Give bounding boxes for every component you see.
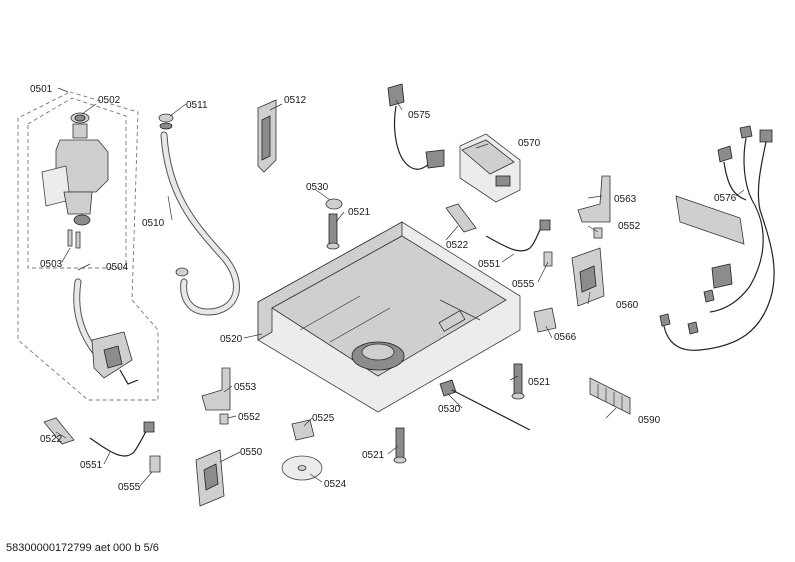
foot-0530-top (325, 198, 343, 210)
screw-0521-bottom (393, 427, 407, 464)
label-0551-left: 0551 (80, 460, 103, 471)
label-0503: 0503 (40, 259, 63, 270)
label-0502: 0502 (98, 95, 121, 106)
base-tub (257, 221, 521, 413)
aquastop-valve (41, 112, 109, 249)
bracket-0550 (195, 449, 225, 507)
label-0521-top: 0521 (348, 207, 371, 218)
label-0555-right: 0555 (512, 279, 535, 290)
assembly-group-outline (17, 91, 159, 401)
label-0552-bottom: 0552 (238, 412, 261, 423)
label-0521-bottom: 0521 (362, 450, 385, 461)
label-0530-bottom: 0530 (438, 404, 461, 415)
screw-0521-right (511, 363, 525, 400)
side-bracket-0512 (257, 99, 277, 173)
disc-0524 (281, 455, 323, 481)
label-0553: 0553 (234, 382, 257, 393)
label-0530-top: 0530 (306, 182, 329, 193)
label-0560: 0560 (616, 300, 639, 311)
control-module (459, 133, 521, 203)
float-switch-0566 (533, 307, 557, 333)
label-0512: 0512 (284, 95, 307, 106)
clip-0552-bottom (219, 413, 229, 425)
label-0522-left: 0522 (40, 434, 63, 445)
label-0552-right: 0552 (618, 221, 641, 232)
label-0501: 0501 (30, 84, 53, 95)
label-0566: 0566 (554, 332, 577, 343)
label-0504: 0504 (106, 262, 129, 273)
bracket-0553 (201, 367, 231, 411)
label-0510: 0510 (142, 218, 165, 229)
inlet-hose-valve (73, 278, 139, 385)
clip-0552-right (593, 227, 603, 239)
document-id: 58300000172799 aet 000 b 5/6 (6, 542, 159, 554)
assembly-group-inner-outline (27, 97, 127, 269)
label-0551-right: 0551 (478, 259, 501, 270)
label-0575: 0575 (408, 110, 431, 121)
clip-0555-right (543, 251, 553, 267)
hose-clip (158, 113, 174, 130)
label-0522-right: 0522 (446, 240, 469, 251)
label-0511: 0511 (186, 100, 208, 111)
label-0550: 0550 (240, 447, 263, 458)
bracket-0560 (571, 247, 605, 307)
power-cable (387, 83, 445, 170)
screw-0521-top (326, 213, 340, 250)
label-0524: 0524 (324, 479, 347, 490)
leveling-rod-0522-left (43, 417, 75, 445)
holder-0525 (291, 419, 315, 441)
sensor-cable-0551-right (485, 219, 551, 252)
leader-lines (55, 87, 745, 487)
label-0555-left: 0555 (118, 482, 141, 493)
level-rod-0530-bottom (439, 379, 531, 431)
clip-0555-left (149, 455, 161, 473)
label-0563: 0563 (614, 194, 637, 205)
drain-hose (160, 131, 240, 316)
label-0520: 0520 (220, 334, 243, 345)
part-labels: 0501 0502 0503 0504 0510 0511 0512 0520 … (30, 84, 737, 493)
wiring-harness (659, 125, 775, 351)
label-0576: 0576 (714, 193, 737, 204)
sensor-cable-0551-left (89, 421, 155, 457)
leveling-rod-0522-right (445, 203, 477, 233)
filter-0590 (589, 377, 631, 415)
label-0570: 0570 (518, 138, 541, 149)
label-0525: 0525 (312, 413, 335, 424)
label-0590: 0590 (638, 415, 661, 426)
label-0521-right: 0521 (528, 377, 551, 388)
bracket-0563 (577, 175, 611, 223)
